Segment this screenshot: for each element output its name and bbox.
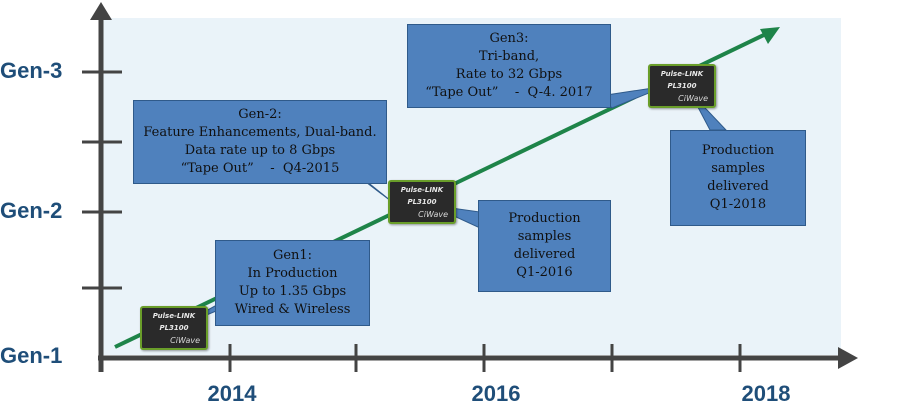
chip-model: PL3100	[159, 324, 189, 332]
callout-line: In Production	[247, 266, 338, 281]
x-label-2016: 2016	[471, 381, 521, 406]
chip-brand: Pulse-LINK	[400, 186, 444, 194]
callout-line: Up to 1.35 Gbps	[238, 284, 347, 299]
callout-line: Wired & Wireless	[234, 302, 351, 317]
callout-line: Gen-2:	[238, 107, 282, 122]
gen2-production-callout: Production samples delivered Q1-2016	[478, 200, 611, 292]
callout-line: Production	[701, 143, 775, 158]
callout-line: Rate to 32 Gbps	[455, 67, 563, 82]
callout-line: “Tape Out” - Q-4. 2017	[425, 85, 593, 100]
callout-line: Gen3:	[489, 31, 529, 46]
callout-line: Production	[508, 211, 581, 226]
chip-brand: Pulse-LINK	[152, 312, 196, 320]
callout-line: Feature Enhancements, Dual-band.	[143, 125, 377, 140]
gen2-callout: Gen-2: Feature Enhancements, Dual-band. …	[133, 100, 387, 184]
chip-logo: CiWave	[678, 94, 708, 103]
chip-gen2: Pulse-LINK PL3100 CiWave	[388, 180, 456, 224]
chip-model: PL3100	[667, 82, 697, 90]
callout-line: samples	[517, 229, 572, 244]
gen3-callout: Gen3: Tri-band, Rate to 32 Gbps “Tape Ou…	[407, 24, 611, 108]
x-axis-arrow-icon	[838, 347, 858, 369]
x-label-2014: 2014	[207, 381, 257, 406]
chip-gen1: Pulse-LINK PL3100 CiWave	[140, 306, 208, 350]
trend-arrow-icon	[760, 27, 780, 44]
callout-line: Q1-2018	[709, 197, 767, 212]
y-label-gen3: Gen-3	[0, 58, 63, 83]
callout-line: Gen1:	[272, 248, 313, 263]
x-label-2018: 2018	[741, 381, 791, 406]
chip-logo: CiWave	[170, 336, 200, 345]
chip-brand: Pulse-LINK	[660, 70, 704, 78]
callout-line: Tri-band,	[478, 49, 540, 64]
chip-gen3: Pulse-LINK PL3100 CiWave	[648, 64, 716, 108]
callout-line: Q1-2016	[516, 265, 573, 280]
y-label-gen1: Gen-1	[0, 343, 63, 368]
callout-line: Data rate up to 8 Gbps	[184, 143, 336, 158]
callout-line: samples	[711, 161, 765, 176]
gen3-production-callout: Production samples delivered Q1-2018	[670, 130, 806, 226]
gen1-callout: Gen1: In Production Up to 1.35 Gbps Wire…	[215, 240, 370, 326]
y-axis-arrow-icon	[90, 2, 112, 20]
chip-logo: CiWave	[418, 210, 448, 219]
chip-model: PL3100	[407, 198, 437, 206]
callout-line: “Tape Out” - Q4-2015	[180, 161, 340, 176]
y-label-gen2: Gen-2	[0, 198, 63, 223]
callout-line: delivered	[513, 247, 576, 262]
callout-line: delivered	[707, 179, 769, 194]
